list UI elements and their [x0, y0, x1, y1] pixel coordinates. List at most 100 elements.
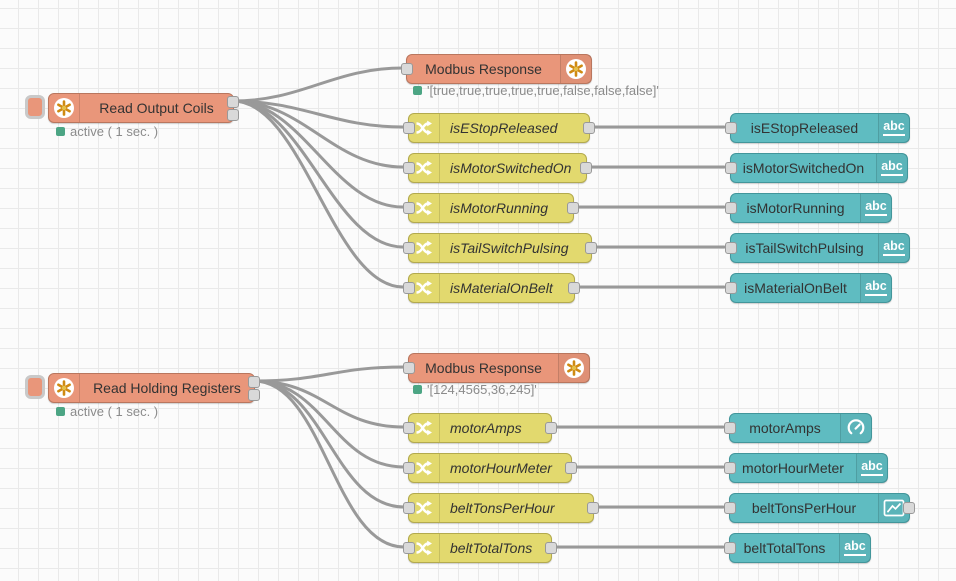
status-dot-icon	[413, 385, 422, 394]
node-label: isMotorRunning	[746, 200, 845, 216]
modbus-icon	[558, 354, 589, 382]
node-status: active ( 1 sec. )	[56, 124, 158, 139]
node-modbus-response-bottom[interactable]: Modbus Response	[403, 353, 590, 383]
wire[interactable]	[231, 99, 405, 209]
node-label: Read Output Coils	[99, 100, 214, 116]
input-port[interactable]	[403, 362, 415, 374]
dashboard-text-node[interactable]: isTailSwitchPulsing abc	[725, 233, 910, 263]
modbus-icon	[560, 55, 591, 83]
switch-node[interactable]: beltTonsPerHour	[403, 493, 599, 523]
abc-icon: abc	[878, 114, 909, 142]
dashboard-text-node[interactable]: isMotorRunning abc	[725, 193, 892, 223]
dashboard-gauge-node[interactable]: motorAmps	[724, 413, 872, 443]
dashboard-text-node[interactable]: isMotorSwitchedOn abc	[725, 153, 908, 183]
switch-node[interactable]: isMotorRunning	[403, 193, 579, 223]
input-port[interactable]	[403, 542, 415, 554]
wire[interactable]	[252, 365, 406, 383]
switch-node[interactable]: beltTotalTons	[403, 533, 557, 563]
node-label: isEStopReleased	[750, 120, 859, 136]
switch-icon	[409, 234, 440, 262]
wire[interactable]	[252, 379, 406, 549]
input-port[interactable]	[403, 462, 415, 474]
node-label: beltTonsPerHour	[751, 500, 857, 516]
wire[interactable]	[231, 66, 405, 103]
input-port[interactable]	[725, 162, 737, 174]
input-port[interactable]	[725, 202, 737, 214]
output-port[interactable]	[587, 502, 599, 514]
node-modbus-response-top[interactable]: Modbus Response	[401, 54, 592, 84]
input-port[interactable]	[403, 122, 415, 134]
status-text: '[124,4565,36,245]'	[427, 382, 537, 397]
switch-icon	[409, 194, 440, 222]
switch-icon	[409, 274, 440, 302]
input-port[interactable]	[403, 202, 415, 214]
node-label: isTailSwitchPulsing	[450, 240, 569, 256]
node-label: beltTotalTons	[450, 540, 533, 556]
output-port-2[interactable]	[227, 109, 239, 121]
abc-icon: abc	[878, 234, 909, 262]
input-port[interactable]	[725, 122, 737, 134]
switch-node[interactable]: motorHourMeter	[403, 453, 577, 483]
switch-icon	[409, 154, 440, 182]
dashboard-chart-node[interactable]: beltTonsPerHour	[724, 493, 915, 523]
dashboard-text-node[interactable]: isMaterialOnBelt abc	[725, 273, 892, 303]
output-port-1[interactable]	[227, 96, 239, 108]
input-port[interactable]	[403, 422, 415, 434]
switch-node[interactable]: isMaterialOnBelt	[403, 273, 580, 303]
node-label: isMotorRunning	[450, 200, 549, 216]
output-port[interactable]	[580, 162, 592, 174]
input-port[interactable]	[403, 282, 415, 294]
wire[interactable]	[231, 99, 405, 249]
status-dot-icon	[413, 86, 422, 95]
node-label: isMotorSwitchedOn	[450, 160, 572, 176]
node-label: motorHourMeter	[742, 460, 844, 476]
wire[interactable]	[252, 379, 406, 509]
output-port-1[interactable]	[248, 376, 260, 388]
input-port[interactable]	[724, 542, 736, 554]
switch-node[interactable]: isMotorSwitchedOn	[403, 153, 592, 183]
node-label: isMaterialOnBelt	[450, 280, 553, 296]
dashboard-text-node[interactable]: motorHourMeter abc	[724, 453, 888, 483]
input-port[interactable]	[403, 162, 415, 174]
node-label: isMotorSwitchedOn	[742, 160, 865, 176]
input-port[interactable]	[725, 282, 737, 294]
input-port[interactable]	[725, 242, 737, 254]
switch-node[interactable]: isTailSwitchPulsing	[403, 233, 597, 263]
output-port[interactable]	[545, 422, 557, 434]
output-port[interactable]	[545, 542, 557, 554]
input-port[interactable]	[403, 502, 415, 514]
wire[interactable]	[231, 99, 405, 289]
node-status: '[124,4565,36,245]'	[413, 382, 537, 397]
switch-icon	[409, 114, 440, 142]
output-port[interactable]	[583, 122, 595, 134]
node-read-holding-registers[interactable]: Read Holding Registers	[25, 373, 260, 403]
output-port-2[interactable]	[248, 389, 260, 401]
output-port[interactable]	[565, 462, 577, 474]
switch-node[interactable]: isEStopReleased	[403, 113, 595, 143]
input-port[interactable]	[724, 462, 736, 474]
output-port[interactable]	[568, 282, 580, 294]
node-label: motorHourMeter	[450, 460, 552, 476]
switch-icon	[409, 414, 440, 442]
input-port[interactable]	[724, 502, 736, 514]
input-port[interactable]	[401, 63, 413, 75]
inject-button[interactable]	[25, 95, 45, 119]
output-port[interactable]	[585, 242, 597, 254]
input-port[interactable]	[403, 242, 415, 254]
status-dot-icon	[56, 127, 65, 136]
dashboard-text-node[interactable]: isEStopReleased abc	[725, 113, 910, 143]
status-text: '[true,true,true,true,true,false,false,f…	[427, 83, 659, 98]
node-read-output-coils[interactable]: Read Output Coils	[25, 93, 239, 123]
output-port[interactable]	[567, 202, 579, 214]
output-port[interactable]	[903, 502, 915, 514]
input-port[interactable]	[724, 422, 736, 434]
switch-node[interactable]: motorAmps	[403, 413, 557, 443]
gauge-icon	[840, 414, 871, 442]
node-label: isTailSwitchPulsing	[745, 240, 864, 256]
dashboard-text-node[interactable]: beltTotalTons abc	[724, 533, 871, 563]
wire[interactable]	[252, 379, 406, 469]
inject-button[interactable]	[25, 375, 45, 399]
node-label: Read Holding Registers	[93, 380, 241, 396]
